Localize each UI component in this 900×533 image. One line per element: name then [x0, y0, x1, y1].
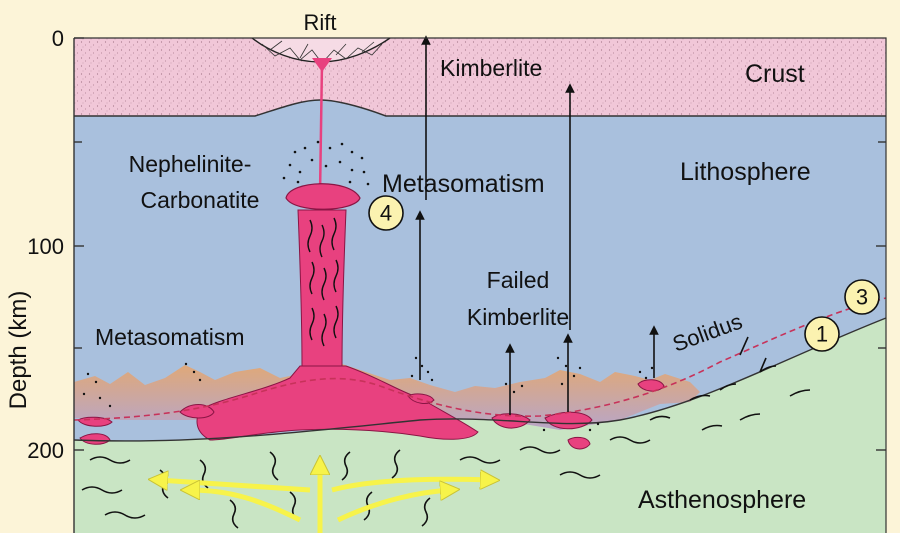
label-lithosphere: Lithosphere: [680, 158, 811, 186]
badge-1: 1: [804, 316, 840, 352]
axis-ticks: [74, 37, 886, 451]
svg-text:3: 3: [856, 285, 868, 310]
label-kimberlite: Kimberlite: [440, 55, 542, 81]
label-metasomatism-left: Metasomatism: [95, 324, 245, 350]
lab-boundary: [73, 317, 887, 442]
badge-4: 4: [368, 195, 404, 231]
melt-pockets: [77, 379, 665, 450]
kimberlite-arrows: [415, 35, 659, 415]
label-crust: Crust: [745, 60, 805, 88]
tick-label-100: 100: [27, 234, 64, 259]
label-asthenosphere: Asthenosphere: [638, 486, 806, 514]
label-metasomatism-center: Metasomatism: [382, 170, 545, 198]
badge-3: 3: [844, 279, 880, 315]
crust-stipple: [74, 38, 886, 116]
tick-label-0: 0: [52, 26, 64, 51]
svg-text:1: 1: [816, 322, 828, 347]
label-rift: Rift: [304, 10, 337, 35]
moho-boundary: [74, 99, 886, 117]
label-nephelinite: Nephelinite-: [129, 151, 252, 177]
metasomatism-dots: [82, 140, 654, 432]
label-failed-kimberlite: Kimberlite: [467, 304, 569, 330]
svg-text:4: 4: [380, 201, 392, 226]
tick-label-200: 200: [27, 438, 64, 463]
label-failed: Failed: [487, 267, 550, 293]
frame: [74, 37, 887, 533]
plume-fabric: [307, 217, 339, 347]
solidus-line: [73, 297, 887, 421]
upwelling-arrows: [158, 465, 490, 533]
plume-head: [285, 183, 361, 210]
rift-melt-funnel: [312, 58, 332, 72]
depth-axis-title: Depth (km): [5, 291, 32, 410]
melt-feeder-dike: [318, 61, 324, 196]
label-carbonatite: Carbonatite: [141, 187, 260, 213]
